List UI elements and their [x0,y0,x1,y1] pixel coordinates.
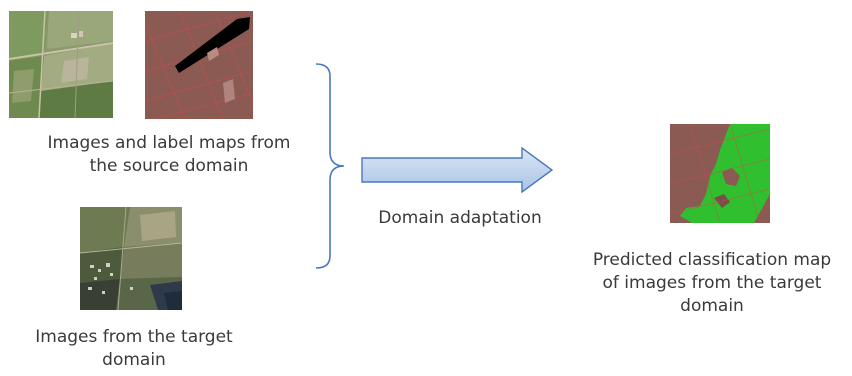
target-caption: Images from the target domain [0,326,268,372]
output-caption: Predicted classification map of images f… [572,249,852,318]
source-caption-line-2: the source domain [89,156,249,176]
output-caption-line-2: of images from the target [602,273,822,293]
target-caption-line-1: Images from the target [35,327,233,347]
target-aerial-image [80,207,182,310]
input-grouping-brace [315,63,345,269]
predicted-classification-map [670,124,770,223]
source-label-map [145,11,253,119]
domain-adaptation-label: Domain adaptation [378,208,542,228]
output-caption-line-1: Predicted classification map [592,250,832,270]
source-caption-line-1: Images and label maps from [47,133,291,153]
source-caption: Images and label maps from the source do… [0,132,338,178]
domain-adaptation-arrow [361,146,554,194]
source-aerial-image [9,11,113,118]
target-caption-line-2: domain [102,350,166,370]
output-caption-line-3: domain [680,296,744,316]
